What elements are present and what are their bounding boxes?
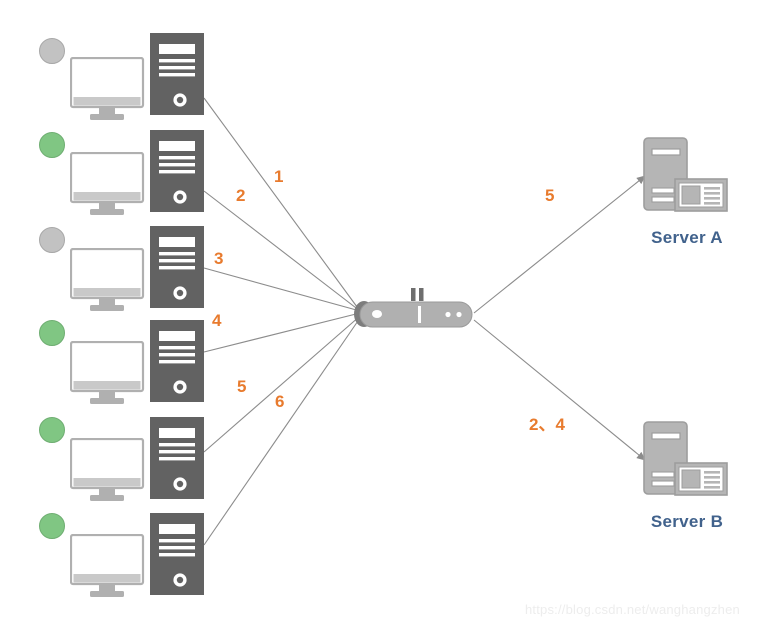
status-dot-online bbox=[39, 513, 65, 539]
status-dot-online bbox=[39, 320, 65, 346]
computer-tower-icon bbox=[150, 33, 204, 120]
wire-client-1 bbox=[203, 97, 361, 312]
wire-client-3 bbox=[203, 267, 361, 312]
request-label-3: 3 bbox=[214, 249, 224, 268]
server-b-label: Server B bbox=[650, 512, 724, 531]
status-dot-offline bbox=[39, 38, 65, 64]
computer-tower-icon bbox=[150, 320, 204, 407]
wire-client-6 bbox=[203, 317, 361, 546]
computer-tower-icon bbox=[150, 226, 204, 313]
desktop-monitor-icon bbox=[69, 247, 148, 319]
wire-lb-to-server-b bbox=[473, 319, 646, 461]
desktop-monitor-icon bbox=[69, 340, 148, 412]
load-balancer-icon[interactable] bbox=[352, 286, 480, 341]
request-label-4: 4 bbox=[212, 311, 222, 330]
request-label-1: 1 bbox=[274, 167, 284, 186]
computer-tower-icon bbox=[150, 513, 204, 600]
server-rack-icon[interactable] bbox=[640, 420, 732, 513]
request-label-2: 2 bbox=[236, 186, 246, 205]
computer-tower-icon bbox=[150, 130, 204, 217]
desktop-monitor-icon bbox=[69, 56, 148, 128]
route-label-server-a: 5 bbox=[545, 186, 555, 205]
status-dot-online bbox=[39, 417, 65, 443]
computer-tower-icon bbox=[150, 417, 204, 504]
request-label-6: 6 bbox=[275, 392, 285, 411]
request-label-5: 5 bbox=[237, 377, 247, 396]
desktop-monitor-icon bbox=[69, 151, 148, 223]
route-label-server-b: 2、4 bbox=[529, 415, 565, 434]
wire-client-2 bbox=[203, 190, 361, 312]
status-dot-online bbox=[39, 132, 65, 158]
status-dot-offline bbox=[39, 227, 65, 253]
wire-lb-to-server-a bbox=[473, 175, 646, 314]
server-a-label: Server A bbox=[651, 228, 723, 247]
watermark-text: https://blog.csdn.net/wanghangzhen bbox=[525, 602, 740, 617]
wire-client-5 bbox=[203, 315, 361, 453]
desktop-monitor-icon bbox=[69, 533, 148, 605]
wire-client-4 bbox=[203, 312, 361, 353]
desktop-monitor-icon bbox=[69, 437, 148, 509]
server-rack-icon[interactable] bbox=[640, 136, 732, 229]
